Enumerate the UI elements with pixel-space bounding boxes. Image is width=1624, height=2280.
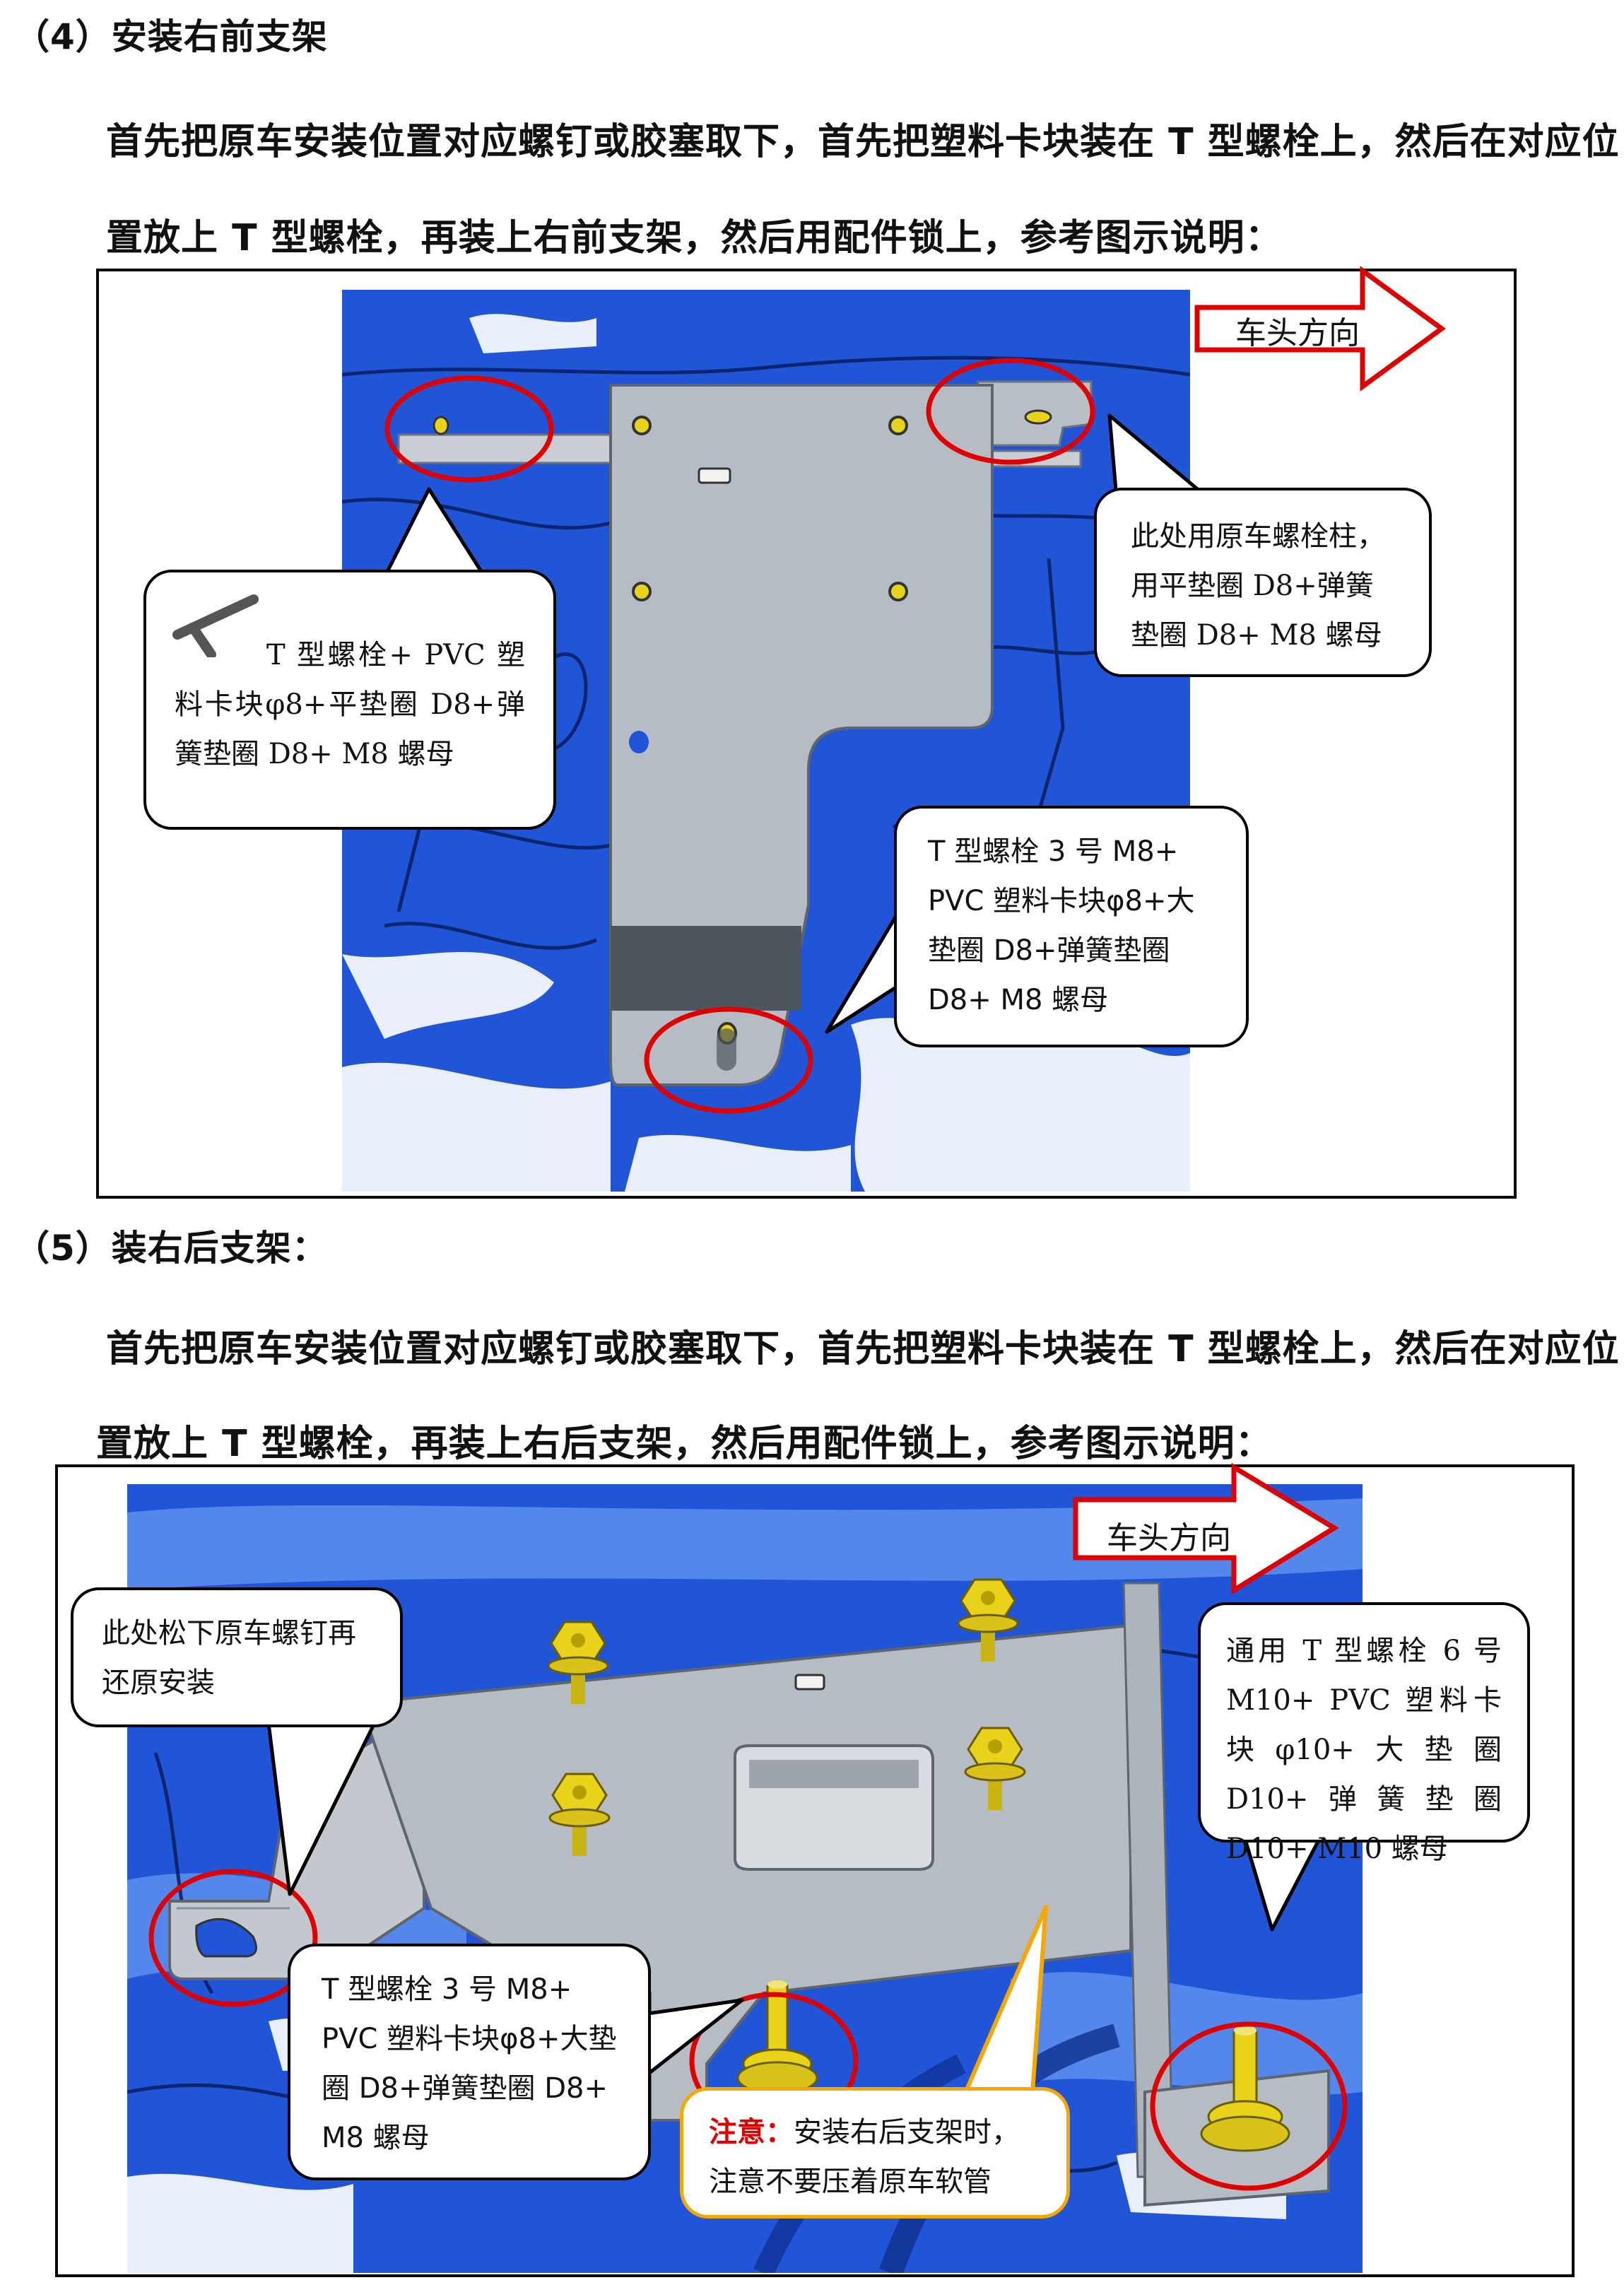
section5-callout-right-tail [1242,1833,1324,1932]
warning-title: 注意： [709,2115,794,2149]
t-bolt-icon [172,594,259,657]
section5-paragraph-line2: 置放上 T 型螺栓，再装上右后支架，然后用配件锁上，参考图示说明： [96,1423,1273,1465]
section4-callout-left-tail [383,487,486,577]
section4-paragraph-line2: 置放上 T 型螺栓，再装上右前支架，然后用配件锁上，参考图示说明： [106,217,1283,259]
section4-direction-arrow [1194,266,1446,392]
section5-callout-right: 通用 T 型螺栓 6 号 M10+ PVC 塑料卡块φ10+大垫圈 D10+弹簧… [1198,1602,1530,1865]
section4-callout-left-text: T 型螺栓+ PVC 塑料卡块φ8+平垫圈 D8+弹簧垫圈 D8+ M8 螺母 [175,639,525,770]
section5-direction-label: 车头方向 [1107,1520,1231,1556]
section4-diagram [342,290,1190,1192]
section4-heading: （4）安装右前支架 [14,16,328,57]
section5-heading: （5）装右后支架： [14,1228,328,1269]
section5-callout-bottom-tail [642,1998,744,2079]
section4-callout-right-tail [1107,413,1210,500]
section5-direction-arrow [1073,1463,1339,1595]
section4-paragraph-line1: 首先把原车安装位置对应螺钉或胶塞取下，首先把塑料卡块装在 T 型螺栓上，然后在对… [106,121,1620,163]
section4-callout-left: T 型螺栓+ PVC 塑料卡块φ8+平垫圈 D8+弹簧垫圈 D8+ M8 螺母 [143,570,556,830]
section5-callout-left: 此处松下原车螺钉再还原安装 [71,1587,403,1727]
section4-callout-right: 此处用原车螺栓柱，用平垫圈 D8+弹簧垫圈 D8+ M8 螺母 [1094,488,1432,677]
section4-callout-bottom: T 型螺栓 3 号 M8+ PVC 塑料卡块φ8+大垫圈 D8+弹簧垫圈 D8+… [894,806,1249,1047]
section5-paragraph-line1: 首先把原车安装位置对应螺钉或胶塞取下，首先把塑料卡块装在 T 型螺栓上，然后在对… [106,1328,1620,1370]
section5-warning-tail [959,1905,1048,2104]
section5-warning-callout: 注意：安装右后支架时，注意不要压着原车软管 [680,2087,1070,2219]
section5-callout-bottom: T 型螺栓 3 号 M8+ PVC 塑料卡块φ8+大垫圈 D8+弹簧垫圈 D8+… [288,1944,651,2180]
section4-direction-label: 车头方向 [1235,315,1360,351]
warning-text: 安装右后支架时，注意不要压着原车软管 [709,2116,1020,2198]
section5-callout-left-tail [266,1722,377,1896]
